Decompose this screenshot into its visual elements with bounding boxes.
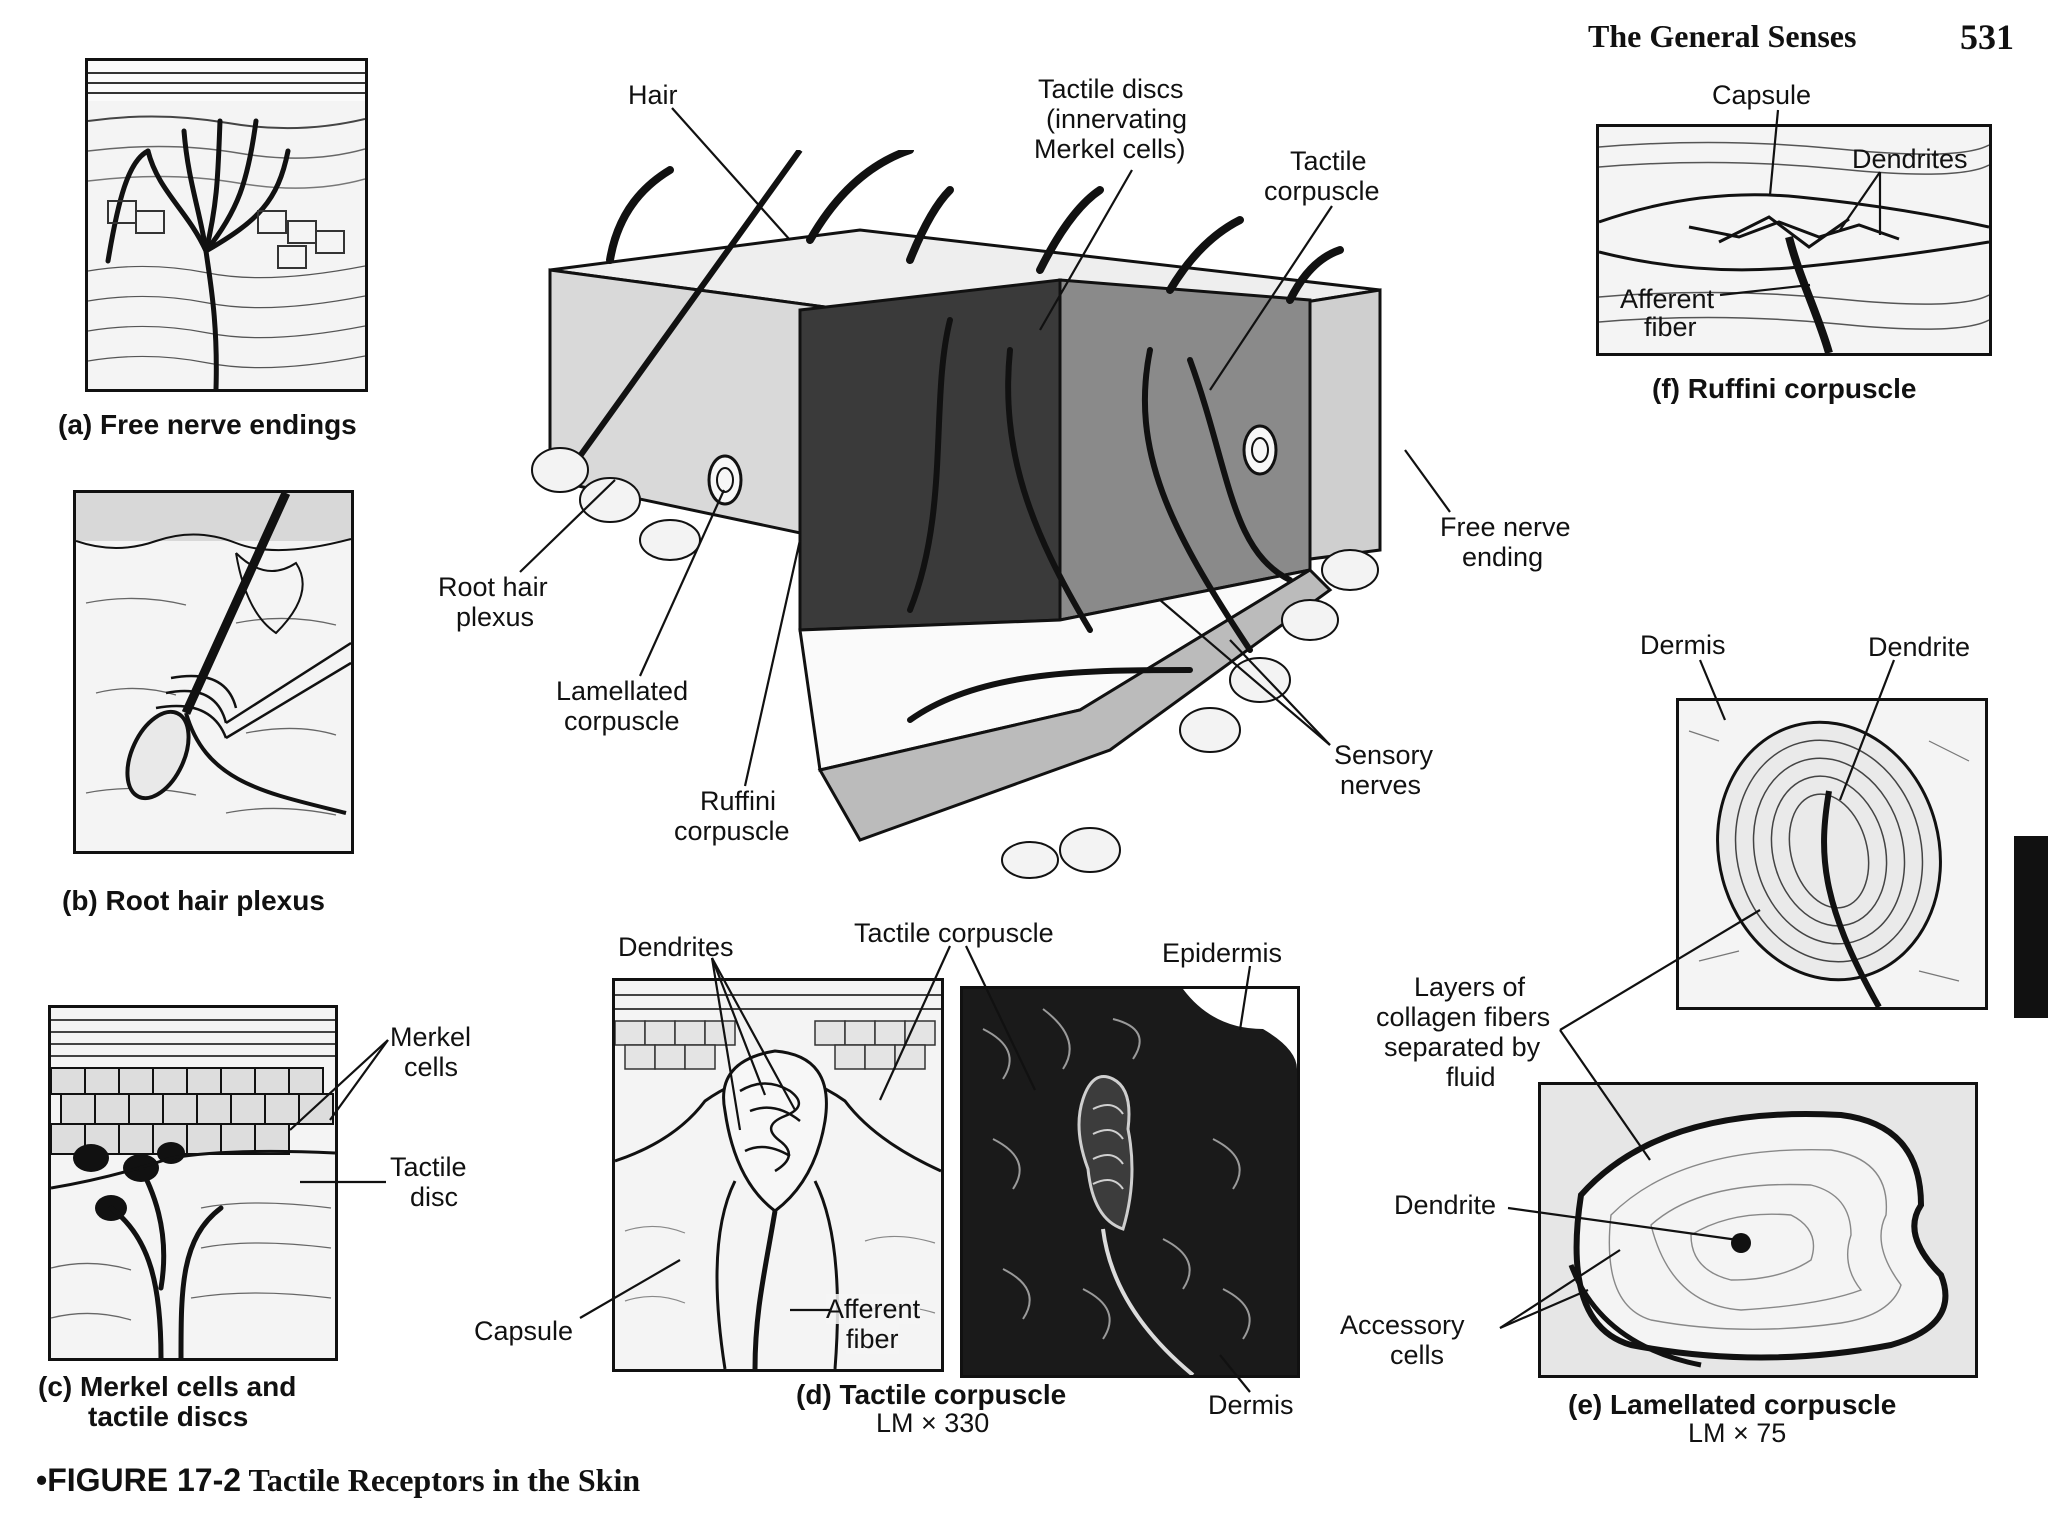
merkel-cells-drawing xyxy=(51,1019,335,1358)
layers-label-line4: fluid xyxy=(1446,1062,1496,1092)
panel-b-illustration xyxy=(73,490,354,854)
root-hair-plexus-label-line2: plexus xyxy=(456,602,535,632)
accessory-cells-label-line1: Accessory xyxy=(1340,1310,1465,1340)
ruffini-corpuscle-label-line1: Ruffini xyxy=(700,786,777,816)
tc-tactile-corpuscle-label: Tactile corpuscle xyxy=(854,918,1054,948)
panel-f-caption: (f) Ruffini corpuscle xyxy=(1652,373,1917,404)
main-tactile-corpuscle-label-line1: Tactile xyxy=(1290,146,1367,176)
lamellated-micrograph xyxy=(1568,1111,1949,1368)
tc-afferent-label-line2: fiber xyxy=(846,1324,899,1354)
panel-d-magnification: LM × 330 xyxy=(876,1408,990,1438)
skin-block-illustration xyxy=(530,150,1430,880)
ruffini-corpuscle-drawing xyxy=(1599,141,1989,353)
lamellated-dermis-label: Dermis xyxy=(1640,630,1726,660)
panel-c-illustration xyxy=(48,1005,338,1361)
figure-number: •FIGURE 17-2 xyxy=(36,1462,242,1498)
accessory-cells-label-line2: cells xyxy=(1390,1340,1445,1370)
panel-e-micrograph xyxy=(1538,1082,1978,1378)
layers-label-line3: separated by xyxy=(1384,1032,1541,1062)
merkel-cells-label-line2: cells xyxy=(404,1052,459,1082)
tactile-corpuscle-micrograph xyxy=(982,989,1297,1375)
lamellated-corpuscle-label-line2: corpuscle xyxy=(564,706,680,736)
lamellated-dendrite-label: Dendrite xyxy=(1394,1190,1497,1220)
free-nerve-endings-drawing xyxy=(88,61,365,389)
main-tactile-corpuscle-label-line2: corpuscle xyxy=(1264,176,1380,206)
layers-label-line1: Layers of xyxy=(1414,972,1526,1002)
running-head: The General Senses xyxy=(1588,18,1857,54)
page-number: 531 xyxy=(1960,17,2014,57)
tactile-discs-label-line1: Tactile discs xyxy=(1038,74,1184,104)
panel-e-magnification: LM × 75 xyxy=(1688,1418,1787,1448)
hair-label: Hair xyxy=(628,80,678,110)
tc-capsule-label: Capsule xyxy=(474,1316,574,1346)
ruffini-corpuscle-label-line2: corpuscle xyxy=(674,816,790,846)
panel-a-caption: (a) Free nerve endings xyxy=(58,409,357,440)
tactile-disc-label-line2: disc xyxy=(410,1182,459,1212)
free-nerve-ending-label-line1: Free nerve xyxy=(1440,512,1571,542)
layers-label-line2: collagen fibers xyxy=(1376,1002,1551,1032)
panel-f-illustration xyxy=(1596,124,1992,356)
chapter-tab xyxy=(2014,836,2048,1018)
lamellated-dendrite-top-label: Dendrite xyxy=(1868,632,1971,662)
tc-dermis-label: Dermis xyxy=(1208,1390,1294,1420)
sensory-nerves-label-line2: nerves xyxy=(1340,770,1422,800)
ruffini-dendrites-label: Dendrites xyxy=(1852,144,1968,174)
tactile-discs-label-line3: Merkel cells) xyxy=(1034,134,1186,164)
free-nerve-ending-label-line2: ending xyxy=(1462,542,1544,572)
panel-c-caption-line2: tactile discs xyxy=(88,1401,249,1432)
root-hair-plexus-drawing xyxy=(76,493,351,816)
figure-title: Tactile Receptors in the Skin xyxy=(248,1462,641,1498)
panel-e-caption: (e) Lamellated corpuscle xyxy=(1568,1389,1897,1420)
panel-c-caption-line1: (c) Merkel cells and xyxy=(38,1371,297,1402)
ruffini-capsule-label: Capsule xyxy=(1712,80,1812,110)
root-hair-plexus-label-line1: Root hair xyxy=(438,572,548,602)
panel-a-illustration xyxy=(85,58,368,392)
sensory-nerves-label-line1: Sensory xyxy=(1334,740,1434,770)
merkel-cells-label-line1: Merkel xyxy=(390,1022,472,1052)
panel-d-micrograph xyxy=(960,986,1300,1378)
tactile-discs-label-line2: (innervating xyxy=(1046,104,1188,134)
skin-cross-section-drawing xyxy=(531,150,1382,879)
ruffini-afferent-label-line1: Afferent xyxy=(1620,284,1715,314)
lamellated-corpuscle-drawing xyxy=(1688,720,1970,1007)
tc-epidermis-label: Epidermis xyxy=(1162,938,1283,968)
ruffini-afferent-label-line2: fiber xyxy=(1644,312,1697,342)
figure-caption: •FIGURE 17-2 Tactile Receptors in the Sk… xyxy=(36,1462,640,1499)
tc-afferent-label-line1: Afferent xyxy=(826,1294,921,1324)
lamellated-corpuscle-label-line1: Lamellated xyxy=(556,676,689,706)
tactile-disc-label-line1: Tactile xyxy=(390,1152,467,1182)
panel-e-drawing xyxy=(1676,698,1988,1010)
panel-b-caption: (b) Root hair plexus xyxy=(62,885,325,916)
tc-dendrites-label: Dendrites xyxy=(618,932,734,962)
panel-d-caption: (d) Tactile corpuscle xyxy=(796,1379,1067,1410)
